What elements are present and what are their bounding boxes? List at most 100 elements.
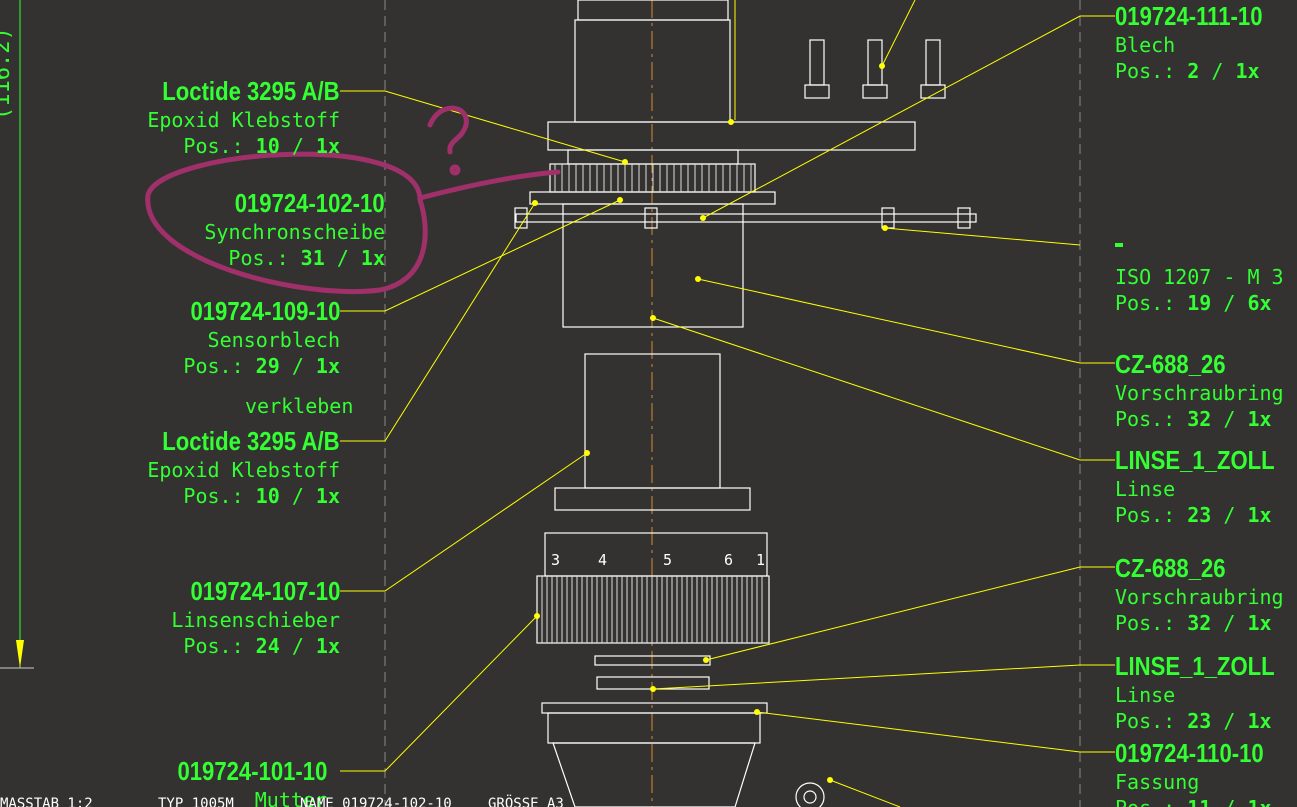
title-block-scale: MASSTAB 1:2 — [0, 796, 93, 807]
callout-title: 019724-111-10 — [1115, 1, 1263, 31]
quantity: 1x — [360, 246, 385, 270]
title-block-size: GRÖSSE A3 — [488, 796, 564, 807]
callout-right-2[interactable]: CZ-688_26 Vorschraubring Pos.: 32 / 1x — [1115, 351, 1284, 429]
slash: / — [336, 246, 349, 270]
pos-label: Pos.: — [228, 246, 289, 270]
pos-number: 19 — [1187, 291, 1212, 315]
callout-title: LINSE_1_ZOLL — [1115, 445, 1275, 475]
slash: / — [1223, 291, 1236, 315]
pos-label: Pos.: — [1115, 59, 1176, 83]
pos-label: Pos.: — [1115, 503, 1176, 527]
callout-left-1[interactable]: 019724-102-10 Synchronscheibe Pos.: 31 /… — [204, 190, 385, 268]
pos-label: Pos.: — [1115, 407, 1176, 431]
slash: / — [1223, 709, 1236, 733]
callout-left-3[interactable]: Loctide 3295 A/B Epoxid Klebstoff Pos.: … — [131, 428, 340, 506]
callout-desc: Blech — [1115, 33, 1176, 57]
callout-desc: Fassung — [1115, 770, 1200, 794]
slash: / — [1223, 611, 1236, 635]
callout-desc: Vorschraubring — [1115, 585, 1284, 609]
scale-mark: 1 — [756, 551, 766, 569]
scale-mark: 3 — [551, 551, 561, 569]
callout-title: Loctide 3295 A/B — [162, 426, 340, 456]
pos-label: Pos.: — [1115, 291, 1176, 315]
callout-left-2[interactable]: 019724-109-10 Sensorblech Pos.: 29 / 1x — [164, 298, 340, 376]
callout-right-1[interactable]: ISO 1207 - M 3 Pos.: 19 / 6x — [1115, 267, 1284, 313]
pos-label: Pos.: — [1115, 709, 1176, 733]
callout-title: 019724-107-10 — [190, 576, 340, 606]
callout-right-6[interactable]: 019724-110-10 Fassung Pos.: 11 / 1x — [1115, 740, 1290, 807]
note-verkleben: verkleben — [245, 394, 354, 418]
callout-right-4[interactable]: CZ-688_26 Vorschraubring Pos.: 32 / 1x — [1115, 555, 1284, 633]
callout-desc: Epoxid Klebstoff — [147, 458, 340, 482]
quantity: 1x — [1247, 407, 1272, 431]
pos-number: 10 — [255, 484, 280, 508]
callout-left-4[interactable]: 019724-107-10 Linsenschieber Pos.: 24 / … — [164, 578, 340, 656]
quantity: 1x — [1247, 709, 1272, 733]
pos-number: 23 — [1187, 709, 1212, 733]
knurl-texture — [541, 164, 763, 643]
pos-number: 32 — [1187, 611, 1212, 635]
callout-right-0[interactable]: 019724-111-10 Blech Pos.: 2 / 1x — [1115, 3, 1289, 81]
callout-title: CZ-688_26 — [1115, 349, 1226, 379]
part-outlines — [514, 0, 977, 807]
scale-mark: 6 — [724, 551, 734, 569]
callout-title: 019724-109-10 — [190, 296, 340, 326]
callout-right-3[interactable]: LINSE_1_ZOLL Linse Pos.: 23 / 1x — [1115, 447, 1297, 525]
quantity: 1x — [1247, 611, 1272, 635]
pos-label: Pos.: — [1115, 796, 1175, 807]
scale-mark: 4 — [598, 551, 608, 569]
pos-label: Pos.: — [183, 134, 244, 158]
callout-desc: Synchronscheibe — [204, 220, 385, 244]
callout-title: 019724-101-10 — [177, 756, 327, 786]
pos-label: Pos.: — [183, 354, 244, 378]
callout-title: 019724-110-10 — [1115, 738, 1264, 768]
pos-number: 29 — [255, 354, 280, 378]
quantity: 1x — [315, 634, 340, 658]
quantity: 1x — [1248, 796, 1272, 807]
callout-left-5[interactable]: 019724-101-10 Mutter — [151, 758, 327, 807]
leader-lines — [340, 0, 1115, 807]
quantity: 6x — [1247, 291, 1272, 315]
pos-label: Pos.: — [183, 484, 244, 508]
slash: / — [291, 134, 304, 158]
pos-label: Pos.: — [1115, 611, 1176, 635]
callout-title: LINSE_1_ZOLL — [1115, 651, 1275, 681]
quantity: 1x — [315, 354, 340, 378]
callout-desc: Vorschraubring — [1115, 381, 1284, 405]
callout-desc: Linsenschieber — [171, 608, 340, 632]
pos-number: 32 — [1187, 407, 1212, 431]
markup-annotation — [145, 105, 561, 295]
quantity: 1x — [1235, 59, 1260, 83]
callout-desc: Linse — [1115, 477, 1176, 501]
callout-desc: Mutter — [254, 788, 327, 807]
dimension-value: (116.2) — [0, 27, 15, 120]
title-block-name: NAME 019724-102-10 — [300, 796, 452, 807]
pos-number: 31 — [300, 246, 325, 270]
pos-number: 2 — [1187, 59, 1200, 83]
slash: / — [1223, 503, 1236, 527]
callout-left-0[interactable]: Loctide 3295 A/B Epoxid Klebstoff Pos.: … — [131, 78, 340, 156]
pos-number: 24 — [255, 634, 280, 658]
quantity: 1x — [315, 134, 340, 158]
slash: / — [1211, 59, 1224, 83]
title-block-type: TYP 1005M — [158, 796, 234, 807]
dimension-arrow — [16, 640, 24, 668]
callout-title: CZ-688_26 — [1115, 553, 1226, 583]
pos-number: 23 — [1187, 503, 1212, 527]
callout-desc: Linse — [1115, 683, 1176, 707]
callout-title: Loctide 3295 A/B — [162, 76, 340, 106]
slash: / — [291, 484, 304, 508]
callout-right-5[interactable]: LINSE_1_ZOLL Linse Pos.: 23 / 1x — [1115, 653, 1297, 731]
slash: / — [1223, 796, 1235, 807]
callout-desc: Sensorblech — [207, 328, 340, 352]
pos-number: 11 — [1187, 796, 1211, 807]
callout-desc: Epoxid Klebstoff — [147, 108, 340, 132]
callout-marker — [1115, 243, 1123, 247]
slash: / — [291, 634, 304, 658]
callout-title: 019724-102-10 — [235, 188, 385, 218]
quantity: 1x — [1247, 503, 1272, 527]
slash: / — [1223, 407, 1236, 431]
callout-desc: ISO 1207 - M 3 — [1115, 265, 1284, 289]
